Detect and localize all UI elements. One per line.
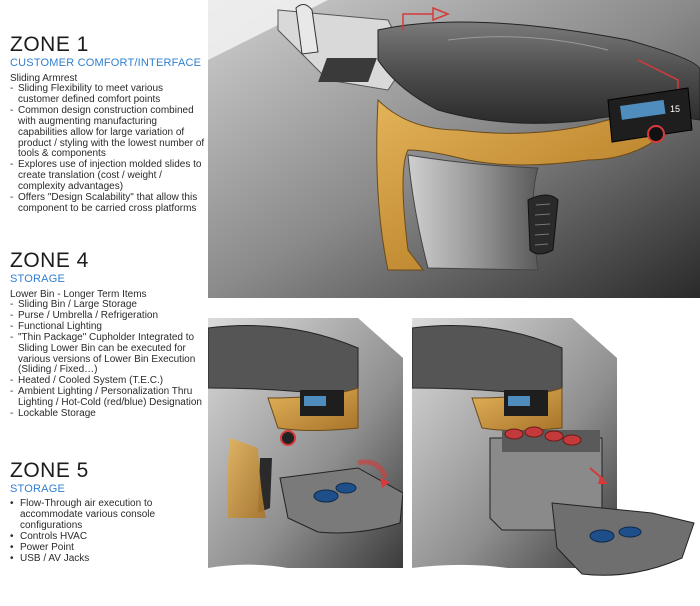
console-sketch-refrigerated-bin <box>412 318 700 602</box>
list-item: Sliding Bin / Large Storage <box>10 299 206 311</box>
arrow-down-icon <box>380 478 390 488</box>
list-item: Common design construction combined with… <box>10 105 206 161</box>
list-item: Explores use of injection molded slides … <box>10 159 206 193</box>
wood-trim <box>376 98 689 271</box>
zone-5-section: ZONE 5 STORAGE Flow-Through air executio… <box>10 459 206 565</box>
zone-4-list: Sliding Bin / Large Storage Purse / Umbr… <box>10 299 206 420</box>
sliding-lower-bin <box>279 467 403 534</box>
list-item: Power Point <box>10 542 206 554</box>
zone-4-title: ZONE 4 <box>10 249 89 272</box>
zone-1-subtitle: CUSTOMER COMFORT/INTERFACE <box>10 57 202 69</box>
zone-4-subtitle: STORAGE <box>10 273 65 285</box>
zone-4-section: ZONE 4 STORAGE Lower Bin - Longer Term I… <box>10 250 206 420</box>
display-readout: 15 <box>670 104 680 114</box>
zone-1-title: ZONE 1 <box>10 33 89 56</box>
arrow-right-icon <box>432 6 451 22</box>
cupholder-icon <box>313 489 339 503</box>
list-item: Ambient Lighting / Personalization Thru … <box>10 386 206 409</box>
beverage-can-icon <box>504 428 524 440</box>
zone-1-list: Sliding Flexibility to meet various cust… <box>10 83 206 215</box>
list-item: USB / AV Jacks <box>10 553 206 565</box>
zone-5-list: Flow-Through air execution to accommodat… <box>10 498 206 565</box>
cupholder-icon <box>589 529 615 543</box>
zone-1-section: ZONE 1 CUSTOMER COMFORT/INTERFACE Slidin… <box>10 34 206 215</box>
shifter-lever <box>295 4 319 55</box>
list-item: Heated / Cooled System (T.E.C.) <box>10 375 206 387</box>
list-item: Offers "Design Scalability" that allow t… <box>10 192 206 215</box>
arrow-down-icon <box>598 476 608 484</box>
console-shell <box>407 154 539 271</box>
console-sketch-cupholder <box>208 318 403 602</box>
slide-out-indicator <box>357 459 389 480</box>
list-item: Sliding Flexibility to meet various cust… <box>10 83 206 106</box>
zone-1-intro: Sliding Armrest <box>10 73 78 84</box>
zone-5-subtitle: STORAGE <box>10 483 65 495</box>
control-knob-icon <box>647 125 665 143</box>
control-knob-icon <box>280 430 296 446</box>
list-item: Controls HVAC <box>10 531 206 543</box>
list-item: "Thin Package" Cupholder Integrated to S… <box>10 332 206 377</box>
zone-4-intro: Lower Bin - Longer Term Items <box>10 289 147 300</box>
list-item: Flow-Through air execution to accommodat… <box>10 498 206 532</box>
list-item: Functional Lighting <box>10 321 206 333</box>
zone-5-title: ZONE 5 <box>10 459 89 482</box>
list-item: Lockable Storage <box>10 408 206 420</box>
slide-range-indicator <box>402 13 433 30</box>
list-item: Purse / Umbrella / Refrigeration <box>10 310 206 322</box>
cupholder-tray <box>551 502 695 576</box>
console-sketch-armrest: 15 <box>208 0 700 298</box>
